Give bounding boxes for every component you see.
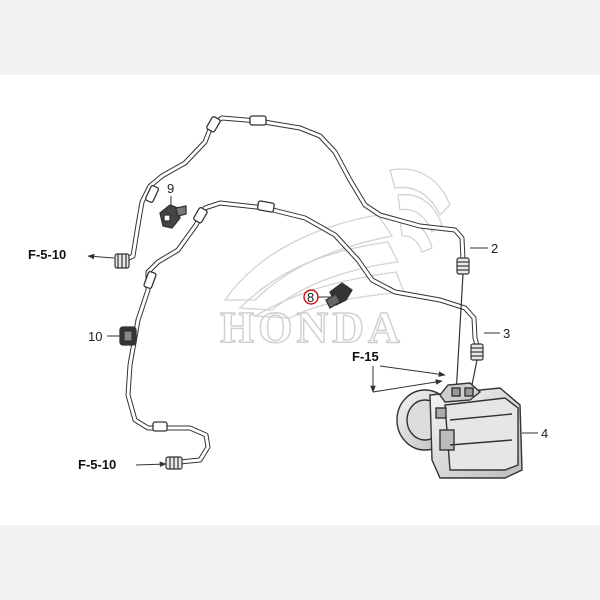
ref-f-5-10-bottom: F-5-10 xyxy=(78,457,116,472)
clip-part-8 xyxy=(325,282,353,309)
ref-arrow-bottom xyxy=(135,461,167,468)
brake-pipe-lower xyxy=(125,200,480,466)
pipe-upper-sleeves xyxy=(145,115,267,203)
flare-nut-lower-left xyxy=(165,456,183,470)
highlight-ring xyxy=(303,289,319,305)
callout-leaders xyxy=(107,196,538,434)
flare-nut-pipe-3 xyxy=(470,343,484,361)
ref-f-15: F-15 xyxy=(352,349,379,364)
callout-8-highlight: 8 xyxy=(303,289,319,305)
callout-9: 9 xyxy=(167,181,174,196)
callout-2: 2 xyxy=(491,241,498,256)
callout-3: 3 xyxy=(503,326,510,341)
pipe-clamp-part-9 xyxy=(159,204,187,229)
callout-10: 10 xyxy=(88,329,102,344)
reference-bottom-left: F-5-10 xyxy=(78,457,167,472)
pipe-lower-sleeves xyxy=(143,200,275,432)
abs-modulator-part-4 xyxy=(396,382,523,479)
flare-nut-pipe-2 xyxy=(456,257,470,275)
ref-f-5-10-top: F-5-10 xyxy=(28,247,66,262)
callout-4: 4 xyxy=(541,426,548,441)
ref-arrow-f15-right-a xyxy=(372,379,443,393)
ref-arrow-top xyxy=(87,253,115,260)
reference-top-left: F-5-10 xyxy=(28,247,115,262)
grommet-part-10 xyxy=(119,326,137,346)
flare-nut-upper-left xyxy=(114,253,130,269)
reference-center: F-15 xyxy=(352,349,446,393)
honda-watermark-text: HONDA xyxy=(220,303,404,352)
exploded-parts-diagram: HONDA xyxy=(28,115,548,479)
ref-arrow-f15-right-b xyxy=(379,365,446,377)
callout-8: 8 xyxy=(307,290,314,305)
diagram-canvas: HONDA xyxy=(0,75,600,525)
